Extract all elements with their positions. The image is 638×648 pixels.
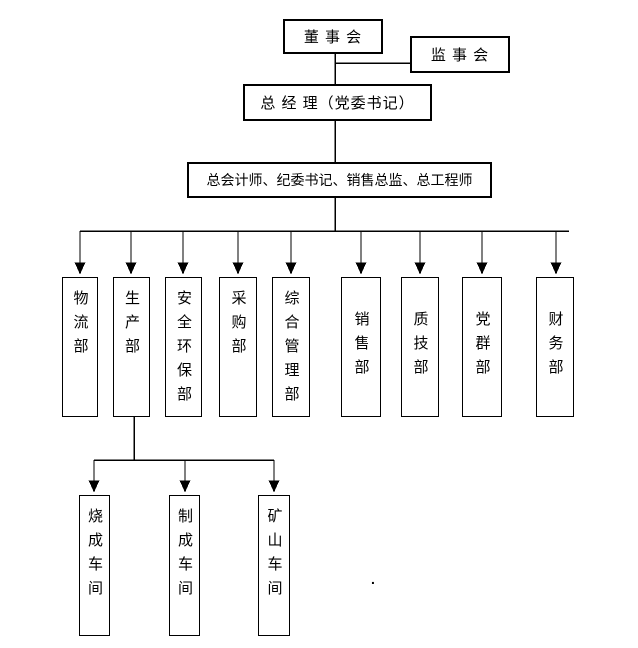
node-dept-purchasing: 采购部 [219,277,257,417]
node-workshop-mining: 矿山车间 [258,495,290,636]
node-executives: 总会计师、纪委书记、销售总监、总工程师 [187,162,492,198]
dept-label: 质技部 [411,311,429,383]
dept-label: 采购部 [229,290,247,362]
workshop-label: 矿山车间 [265,508,283,604]
dept-label: 财务部 [546,311,564,383]
dept-label: 物流部 [71,290,89,362]
node-supervisory-board: 监 事 会 [410,36,510,73]
node-dept-general-management: 综合管理部 [272,277,310,417]
node-dept-logistics: 物流部 [62,277,98,417]
node-dept-sales: 销售部 [341,277,381,417]
node-dept-production: 生产部 [113,277,150,417]
node-workshop-sintering: 烧成车间 [79,495,110,636]
node-dept-finance: 财务部 [536,277,574,417]
node-general-manager: 总 经 理（党委书记） [243,84,432,121]
node-supervisory-label: 监 事 会 [430,47,490,64]
dept-label: 安全环保部 [175,290,192,410]
stray-dot: . [371,571,375,587]
node-workshop-finishing: 制成车间 [169,495,200,636]
node-general-manager-label: 总 经 理（党委书记） [260,95,415,112]
node-dept-safety-environment: 安全环保部 [165,277,202,417]
dept-label: 生产部 [123,290,140,362]
workshop-arrows [88,460,280,493]
node-dept-quality-technology: 质技部 [401,277,439,417]
dept-label: 党群部 [473,311,491,383]
workshop-label: 制成车间 [176,508,193,604]
department-arrows [74,231,562,275]
workshop-label: 烧成车间 [86,508,103,604]
node-dept-party-masses: 党群部 [462,277,502,417]
node-board-of-directors: 董 事 会 [283,19,383,54]
dept-label: 销售部 [352,311,370,383]
spine-lines [80,53,569,461]
node-board-label: 董 事 会 [303,29,363,46]
dept-label: 综合管理部 [282,290,300,410]
node-executives-label: 总会计师、纪委书记、销售总监、总工程师 [206,172,473,188]
